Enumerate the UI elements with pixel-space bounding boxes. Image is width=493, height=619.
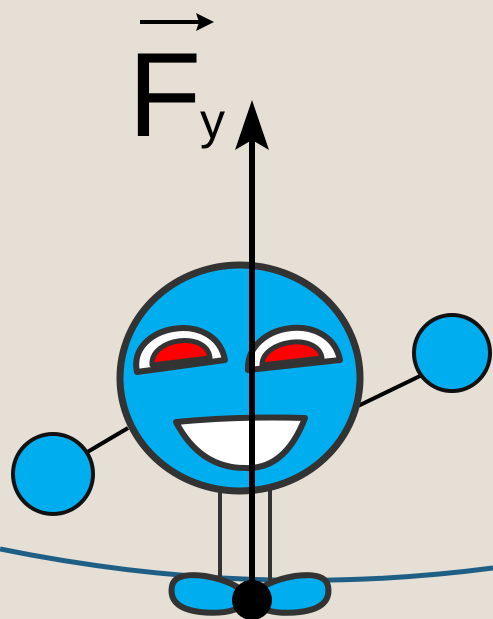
force-label-symbol: F [128, 28, 201, 162]
application-point [232, 580, 272, 619]
right-eye [244, 324, 343, 373]
force-label-subscript: y [200, 93, 225, 149]
force-label: F y [128, 13, 225, 162]
legs [218, 486, 272, 590]
force-vector-arrow [235, 100, 269, 600]
left-eye [133, 325, 228, 375]
mouth [173, 414, 308, 472]
left-hand [11, 432, 95, 516]
rope-line [0, 546, 493, 583]
right-hand [412, 313, 492, 393]
arms [82, 374, 421, 456]
